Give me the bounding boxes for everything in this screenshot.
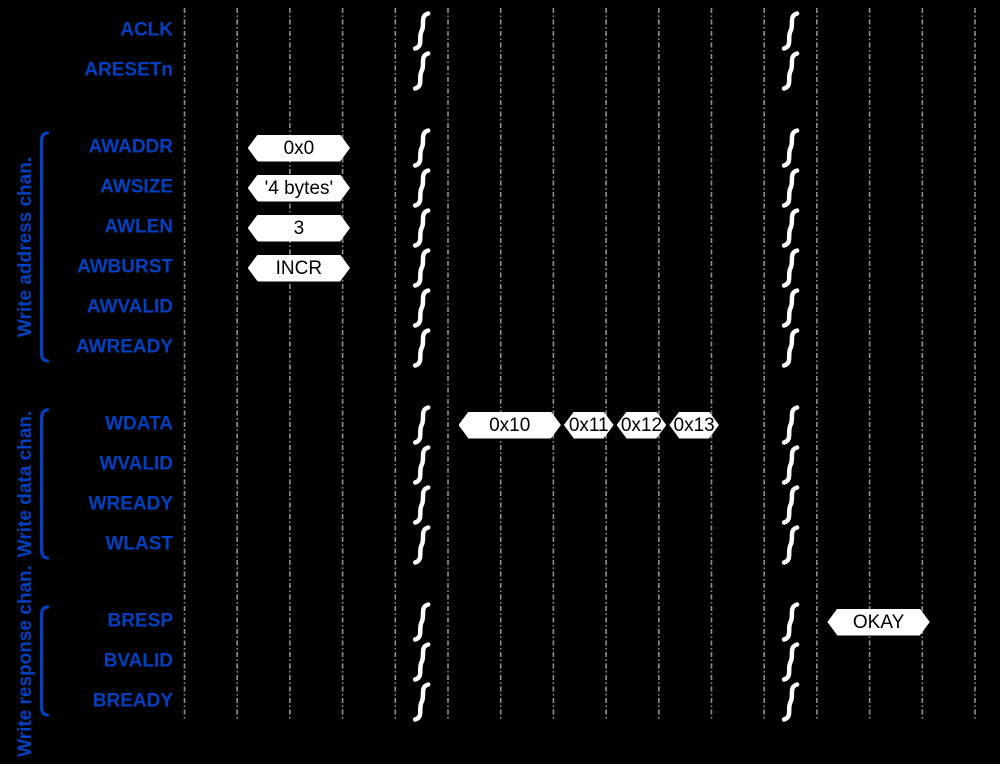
time-break-gap-icon [412,51,431,91]
bus-value-bubble: 0x11 [564,412,614,439]
bus-value-bubble: 0x10 [459,412,561,439]
group-bracket [39,131,50,363]
group-bracket [39,408,50,560]
signal-label: WVALID [99,453,173,475]
time-break-gap-icon [412,445,431,485]
time-break-gap-icon [781,208,800,248]
time-break-gap-icon [781,11,800,51]
bus-value-bubble: '4 bytes' [248,175,350,202]
time-break-gap-icon [781,445,800,485]
signal-label: AWREADY [75,336,173,358]
time-break-gap-icon [412,405,431,445]
signal-label: AWADDR [88,136,173,158]
bus-value-bubble: 0x12 [617,412,667,439]
signal-label: WREADY [88,493,173,515]
time-break-gap-icon [781,642,800,682]
time-break-gap-icon [781,328,800,368]
bus-value-bubble: INCR [248,255,350,282]
bus-value-bubble: 0x0 [248,135,350,162]
bus-value-bubble: OKAY [827,609,929,636]
time-break-gap-icon [412,248,431,288]
signal-label: WLAST [105,533,173,555]
time-break-gap-icon [781,128,800,168]
time-break-gap-icon [412,328,431,368]
time-break-gap-icon [781,485,800,525]
time-break-gap-icon [412,208,431,248]
signal-label: AWLEN [104,216,173,238]
time-break-gap-icon [412,642,431,682]
signal-label: BRESP [107,610,173,632]
time-break-gap-icon [781,288,800,328]
time-break-gap-icon [781,168,800,208]
time-break-gap-icon [781,51,800,91]
time-break-gap-icon [412,525,431,565]
time-break-gap-icon [781,405,800,445]
time-break-gap-icon [781,602,800,642]
group-bracket [39,605,50,717]
time-break-gap-icon [781,682,800,722]
signal-label: AWVALID [86,296,173,318]
time-break-gap-icon [412,128,431,168]
time-break-gap-icon [781,248,800,288]
time-break-gap-icon [412,682,431,722]
signal-label: BREADY [92,690,173,712]
time-break-gap-icon [412,168,431,208]
time-break-gap-icon [412,11,431,51]
signal-label: AWSIZE [100,176,173,198]
signal-label: BVALID [103,650,173,672]
bus-value-bubble: 3 [248,215,350,242]
time-break-gap-icon [412,485,431,525]
time-break-gap-icon [412,288,431,328]
bus-value-bubble: 0x13 [669,412,719,439]
signal-label: AWBURST [76,256,173,278]
signal-label: ACLK [120,19,173,41]
time-break-gap-icon [781,525,800,565]
signal-label: ARESETn [84,59,173,81]
time-break-gap-icon [412,602,431,642]
signal-label: WDATA [105,413,173,435]
